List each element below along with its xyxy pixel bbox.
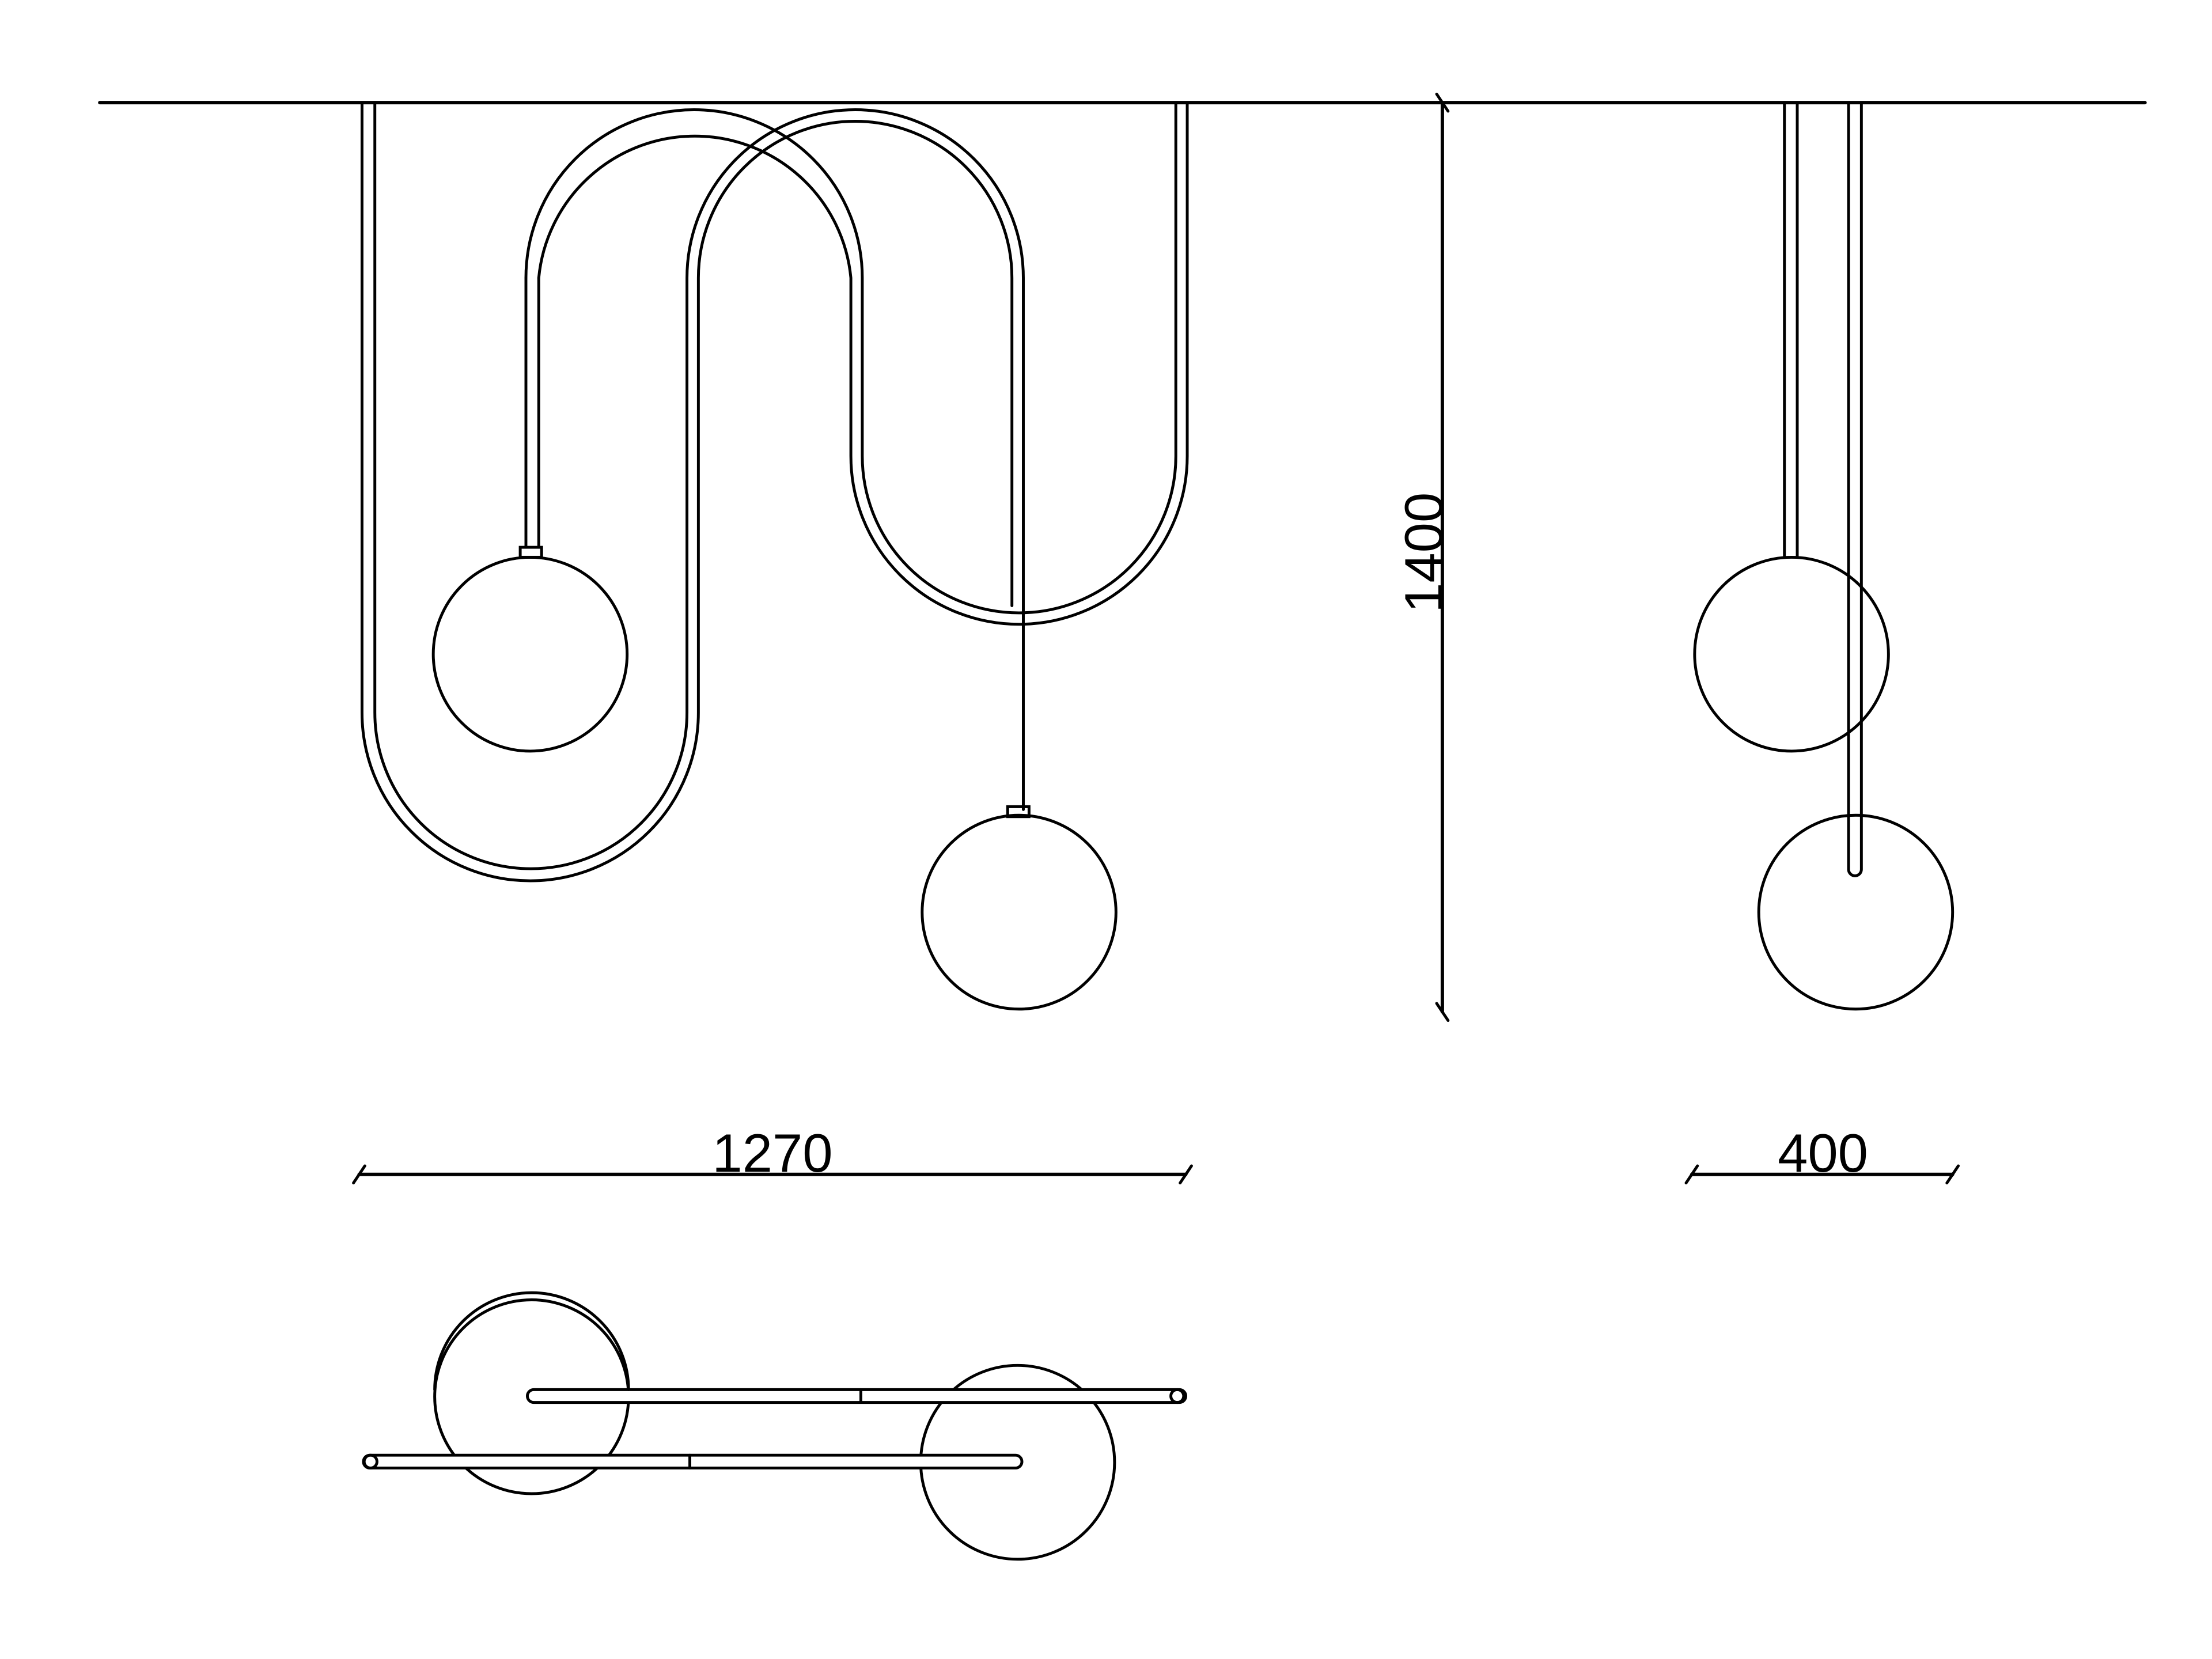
globe-right	[921, 813, 1118, 1011]
dimension-height: 1400	[1393, 92, 1454, 1022]
front-elevation	[360, 101, 1189, 1011]
globe-left	[431, 555, 629, 753]
dimension-width-front: 1270	[352, 1123, 1193, 1185]
dimension-height-label: 1400	[1393, 493, 1454, 613]
globe-side-lower	[1757, 813, 1955, 1011]
plan-view	[362, 1291, 1188, 1561]
dimension-width-front-label: 1270	[712, 1123, 832, 1183]
dimension-width-side-label: 400	[1778, 1123, 1868, 1183]
side-elevation	[1693, 101, 1955, 1011]
globe-side-upper	[1693, 555, 1890, 753]
dimension-width-side: 400	[1684, 1123, 1960, 1185]
